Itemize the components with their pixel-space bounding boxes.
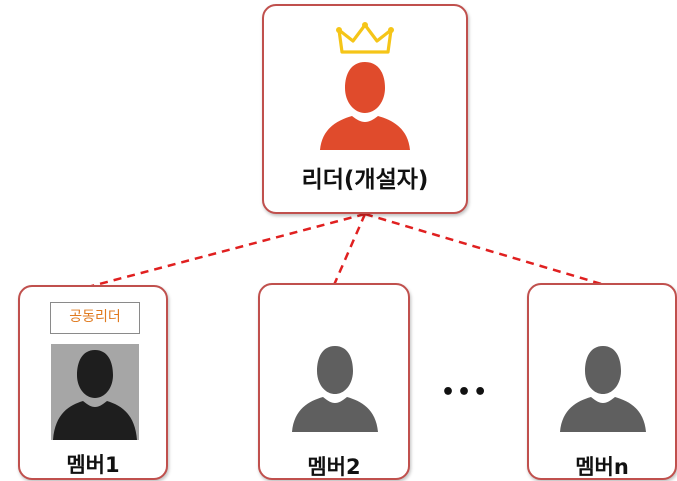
- crown-icon: [336, 22, 394, 54]
- member1-person-icon: [53, 350, 137, 440]
- member2-person-icon: [292, 346, 378, 432]
- membern-person-icon: [560, 346, 646, 432]
- leader-person-icon: [320, 62, 410, 150]
- ellipsis: •••: [441, 380, 490, 405]
- member2-label: 멤버2: [307, 455, 361, 479]
- membern-label: 멤버n: [575, 455, 629, 479]
- member2-card[interactable]: 멤버2: [258, 283, 410, 480]
- member1-label: 멤버1: [66, 453, 120, 477]
- leader-card[interactable]: 리더(개설자): [262, 4, 468, 214]
- member1-card[interactable]: 공동리더 멤버1: [18, 285, 168, 480]
- member1-photo: [51, 344, 139, 440]
- connector-membern: [364, 212, 606, 287]
- membern-card[interactable]: 멤버n: [527, 283, 677, 480]
- connector-member2: [332, 213, 367, 286]
- co-leader-badge: 공동리더: [50, 302, 140, 334]
- connector-member1: [87, 212, 366, 289]
- leader-label: 리더(개설자): [301, 167, 429, 193]
